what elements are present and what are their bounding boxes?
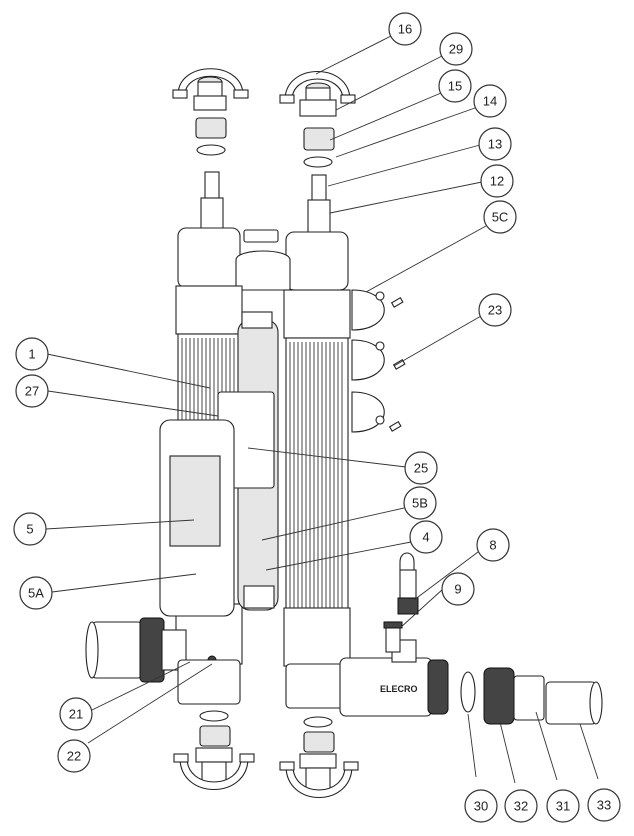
svg-text:5B: 5B [412, 496, 428, 511]
svg-text:27: 27 [25, 384, 39, 399]
svg-text:9: 9 [454, 582, 461, 597]
callout-31: 31 [546, 789, 580, 823]
svg-text:32: 32 [514, 799, 528, 814]
svg-text:33: 33 [597, 798, 611, 813]
svg-text:29: 29 [449, 42, 463, 57]
svg-text:5C: 5C [492, 210, 509, 225]
svg-text:30: 30 [474, 799, 488, 814]
outlet-pipe: ELECRO [177, 639, 449, 717]
callout-5C: 5C [483, 200, 517, 234]
front-cover [159, 419, 235, 617]
svg-text:4: 4 [422, 530, 429, 545]
svg-text:23: 23 [488, 303, 502, 318]
top-right-union-assembly [279, 70, 356, 168]
callout-5A: 5A [19, 576, 53, 610]
side-clamps [351, 289, 406, 433]
svg-text:22: 22 [67, 749, 81, 764]
electrode-shafts [200, 171, 331, 241]
callout-27: 27 [15, 374, 49, 408]
svg-text:21: 21 [69, 707, 83, 722]
svg-text:1: 1 [28, 347, 35, 362]
callout-1: 1 [15, 337, 49, 371]
left-inlet-pipe [85, 617, 217, 683]
top-left-union-assembly [172, 68, 249, 156]
callout-14: 14 [473, 84, 507, 118]
svg-text:14: 14 [483, 94, 497, 109]
callout-5: 5 [13, 512, 47, 546]
bottom-right-union-assembly [279, 716, 359, 798]
callout-15: 15 [438, 69, 472, 103]
right-fittings [460, 667, 603, 725]
callout-9: 9 [441, 572, 475, 606]
svg-text:15: 15 [448, 79, 462, 94]
top-manifold [177, 227, 349, 291]
svg-text:25: 25 [414, 461, 428, 476]
svg-text:5A: 5A [28, 586, 44, 601]
right-cell-body [283, 289, 351, 667]
callout-4: 4 [409, 520, 443, 554]
callout-30: 30 [464, 789, 498, 823]
callout-8: 8 [476, 528, 510, 562]
brand-label: ELECRO [380, 684, 418, 694]
svg-text:12: 12 [490, 174, 504, 189]
callout-32: 32 [504, 789, 538, 823]
svg-text:5: 5 [26, 522, 33, 537]
leader-lines [45, 35, 599, 784]
callout-23: 23 [478, 293, 512, 327]
bottom-left-union-assembly [173, 710, 255, 790]
callout-21: 21 [59, 697, 93, 731]
callout-16: 16 [388, 12, 422, 46]
svg-text:13: 13 [488, 137, 502, 152]
svg-text:31: 31 [556, 799, 570, 814]
callout-33: 33 [587, 788, 621, 822]
callout-29: 29 [439, 32, 473, 66]
callout-12: 12 [480, 164, 514, 198]
callout-22: 22 [57, 739, 91, 773]
svg-text:16: 16 [398, 22, 412, 37]
svg-text:8: 8 [489, 538, 496, 553]
callout-13: 13 [478, 127, 512, 161]
callout-5B: 5B [403, 486, 437, 520]
callout-25: 25 [404, 451, 438, 485]
flow-sensor [383, 552, 419, 653]
